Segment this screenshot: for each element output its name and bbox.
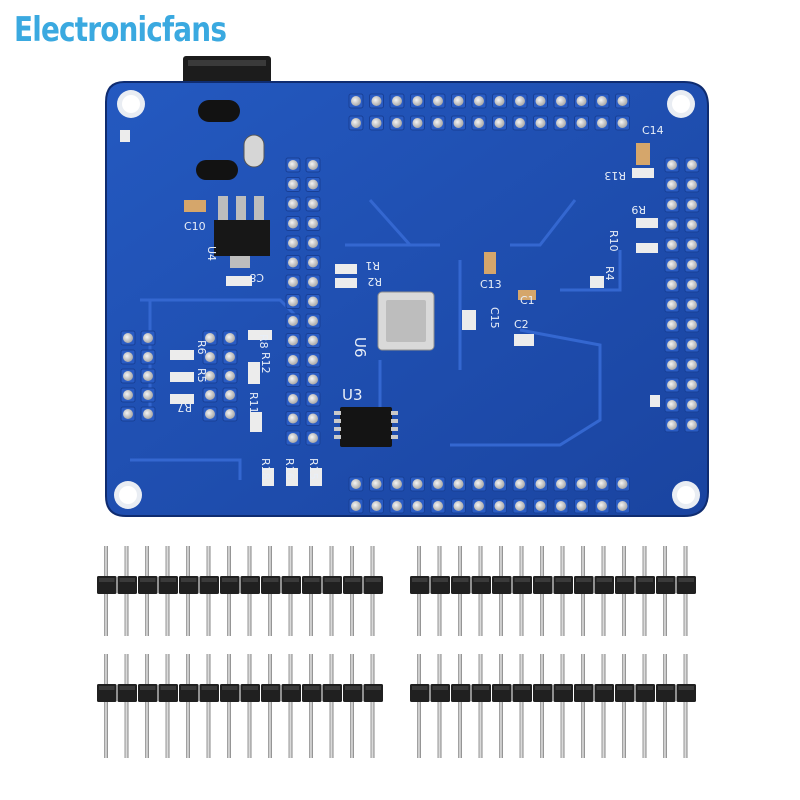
- label-r5: R5: [195, 368, 208, 383]
- label-u3: U3: [342, 386, 363, 404]
- label-c8: C8: [249, 271, 264, 284]
- label-r13: R13: [604, 169, 626, 182]
- brand-logo-text: Electronicfans: [14, 10, 227, 50]
- label-c14: C14: [642, 124, 664, 137]
- label-r9: R9: [631, 203, 646, 216]
- pin-headers: [97, 546, 696, 758]
- label-r11: R11: [247, 392, 260, 414]
- label-r18: R18: [259, 458, 272, 480]
- label-r15: R15: [307, 458, 320, 480]
- label-u4: U4: [205, 246, 218, 261]
- label-u6: U6: [351, 337, 369, 358]
- through-hole-pads: [120, 93, 700, 514]
- label-r7: R7: [177, 401, 192, 414]
- label-r10: R10: [607, 230, 620, 252]
- label-r4: R4: [603, 266, 616, 281]
- silkscreen-labels: C14 R13 R9 R10 C10 U4 C8 R1 R2 C13 C1 R4…: [177, 124, 663, 480]
- label-c13: C13: [480, 278, 502, 291]
- label-r8: R8: [257, 334, 270, 349]
- components: [120, 100, 660, 486]
- label-r16: R16: [283, 458, 296, 480]
- chip-u3: [340, 407, 392, 447]
- label-r12: R12: [259, 352, 272, 374]
- label-r1: R1: [365, 259, 380, 272]
- label-c10: C10: [184, 220, 206, 233]
- label-c1: C1: [520, 294, 535, 307]
- label-r6: R6: [195, 340, 208, 355]
- label-c15: C15: [488, 307, 501, 329]
- regulator-u4: [214, 220, 270, 256]
- mounting-holes: [114, 90, 700, 509]
- label-r2: R2: [367, 275, 382, 288]
- label-c2: C2: [514, 318, 529, 331]
